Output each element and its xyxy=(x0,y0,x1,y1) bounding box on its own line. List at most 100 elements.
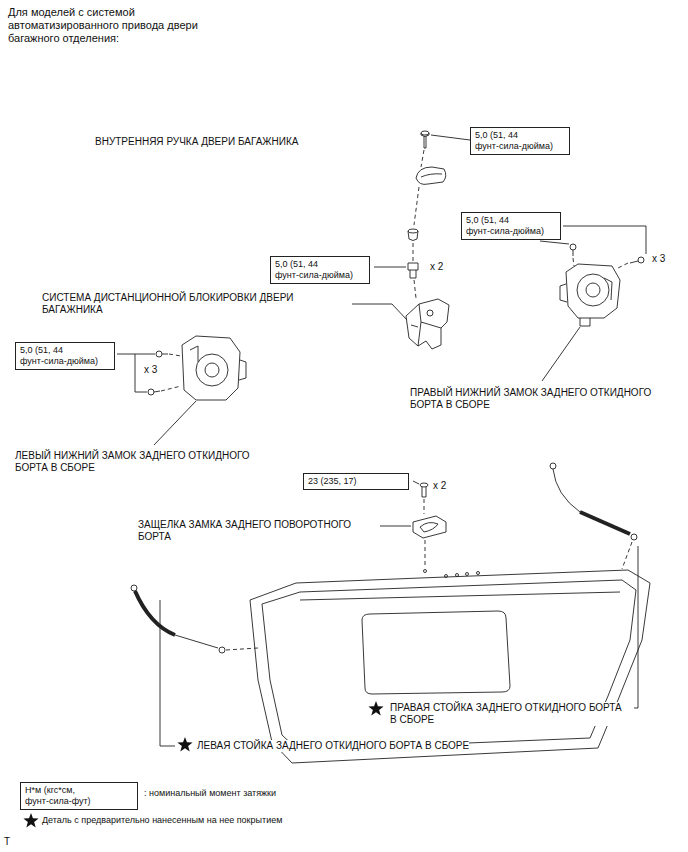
bolt xyxy=(156,351,162,357)
torque-value: 5,0 (51, 44 фунт-сила-дюйма) xyxy=(466,215,556,237)
label-text: x 3 xyxy=(652,253,665,265)
striker xyxy=(413,516,446,538)
screw xyxy=(421,131,429,135)
tailgate-panel xyxy=(250,570,650,764)
left-lower-lock xyxy=(239,360,246,380)
tailgate-panel xyxy=(466,573,469,576)
assembly-axis xyxy=(573,258,574,266)
clip xyxy=(408,229,418,233)
bolt xyxy=(148,389,154,395)
label-text: x 2 xyxy=(430,261,443,273)
assembly-axis xyxy=(424,499,425,514)
legend-text: Деталь с предварительно нанесенным на не… xyxy=(42,815,282,825)
striker xyxy=(420,523,438,532)
legend-torque-box: Н*м (кгс*см, фунт-сила-фут) xyxy=(20,782,138,810)
diagram-title: Для моделей с системой автоматизированно… xyxy=(8,6,236,45)
tailgate-panel xyxy=(477,572,480,575)
right-strut xyxy=(550,463,556,469)
right-strut xyxy=(580,512,630,534)
inner-handle xyxy=(416,167,446,184)
leader-line xyxy=(154,401,196,445)
leader-line xyxy=(634,546,638,708)
part-name: ЛЕВАЯ СТОЙКА ЗАДНЕГО ОТКИДНОГО БОРТА В С… xyxy=(197,740,469,752)
left-strut xyxy=(131,585,225,653)
legend-entry: : номинальный момент затяжки xyxy=(144,788,276,799)
remote-lock-unit xyxy=(406,299,449,349)
label-text: T xyxy=(4,836,10,848)
bolt xyxy=(408,263,418,278)
left-strut xyxy=(175,635,218,648)
left-lower-lock xyxy=(205,363,219,377)
right-lower-lock xyxy=(577,274,609,306)
bolt xyxy=(570,244,644,263)
leader-line xyxy=(117,354,155,355)
leader-line xyxy=(540,241,569,244)
label-text: ЛЕВЫЙ НИЖНИЙ ЗАМОК ЗАДНЕГО ОТКИДНОГО БОР… xyxy=(15,450,283,474)
torque-value: 5,0 (51, 44 фунт-сила-дюйма) xyxy=(20,345,110,367)
tailgate-panel xyxy=(362,611,510,694)
bolt xyxy=(410,270,416,278)
tailgate-panel xyxy=(456,574,459,577)
leader-line xyxy=(431,135,470,140)
screw xyxy=(424,136,426,148)
torque-spec-box: 23 (235, 17) xyxy=(303,473,409,490)
leader-line xyxy=(160,600,175,746)
remote-lock-unit xyxy=(418,322,421,346)
label-text: СИСТЕМА ДИСТАНЦИОННОЙ БЛОКИРОВКИ ДВЕРИ Б… xyxy=(42,292,350,316)
leader-line xyxy=(374,267,406,268)
label-text: ПРАВАЯ СТОЙКА ЗАДНЕГО ОТКИДНОГО БОРТА В … xyxy=(390,702,630,726)
leader-line xyxy=(413,481,419,484)
right-lower-lock xyxy=(604,278,612,300)
label-text: ПРАВЫЙ НИЖНИЙ ЗАМОК ЗАДНЕГО ОТКИДНОГО БО… xyxy=(410,387,682,411)
tailgate-panel xyxy=(250,570,650,763)
right-lower-lock xyxy=(566,264,620,318)
part-name: ПРАВАЯ СТОЙКА ЗАДНЕГО ОТКИДНОГО БОРТА В … xyxy=(390,702,630,726)
remote-lock-unit xyxy=(427,310,433,316)
torque-value: 5,0 (51, 44 фунт-сила-дюйма) xyxy=(275,259,365,281)
bolt xyxy=(422,487,426,497)
assembly-axis xyxy=(226,648,258,650)
leader-line xyxy=(542,327,580,381)
left-lower-lock xyxy=(182,336,240,400)
assembly-axis xyxy=(414,187,419,225)
quantity-mark: x 3 xyxy=(652,253,665,265)
torque-spec-box: 5,0 (51, 44 фунт-сила-дюйма) xyxy=(470,127,570,155)
label-text: ЛЕВАЯ СТОЙКА ЗАДНЕГО ОТКИДНОГО БОРТА В С… xyxy=(197,740,469,752)
bolt xyxy=(570,244,576,250)
right-strut xyxy=(550,463,637,540)
bolt xyxy=(420,483,428,487)
legend-text: : номинальный момент затяжки xyxy=(144,788,276,798)
label-text: x 2 xyxy=(433,480,446,492)
bolt xyxy=(408,263,418,270)
screw xyxy=(421,131,429,148)
assembly-axis xyxy=(425,540,426,568)
assembly-axis xyxy=(622,542,632,569)
bolt xyxy=(154,391,160,392)
tailgate-panel xyxy=(445,575,448,578)
clip xyxy=(408,231,418,241)
right-strut xyxy=(553,469,580,512)
left-strut xyxy=(135,591,175,635)
legend-star xyxy=(23,813,38,827)
assembly-axis xyxy=(618,263,628,268)
leader-line xyxy=(352,304,407,320)
assembly-axis xyxy=(169,354,181,356)
assembly-axis xyxy=(161,354,181,391)
quantity-mark: x 2 xyxy=(430,261,443,273)
part-name: ЛЕВЫЙ НИЖНИЙ ЗАМОК ЗАДНЕГО ОТКИДНОГО БОР… xyxy=(15,450,283,474)
tailgate-panel xyxy=(424,570,427,573)
part-name: СИСТЕМА ДИСТАНЦИОННОЙ БЛОКИРОВКИ ДВЕРИ Б… xyxy=(42,292,350,316)
torque-value: 5,0 (51, 44 фунт-сила-дюйма) xyxy=(475,130,565,152)
left-lower-lock xyxy=(190,346,198,362)
assembly-axis xyxy=(414,280,416,298)
label-text: ВНУТРЕННЯЯ РУЧКА ДВЕРИ БАГАЖНИКА xyxy=(95,136,298,148)
torque-spec-box: 5,0 (51, 44 фунт-сила-дюйма) xyxy=(270,256,370,284)
bolt xyxy=(638,257,644,263)
part-name: ВНУТРЕННЯЯ РУЧКА ДВЕРИ БАГАЖНИКА xyxy=(95,136,298,148)
right-strut xyxy=(631,534,637,540)
precoated-star xyxy=(368,701,383,715)
assembly-axis xyxy=(421,150,424,167)
quantity-mark: x 2 xyxy=(433,480,446,492)
clip xyxy=(408,229,418,241)
